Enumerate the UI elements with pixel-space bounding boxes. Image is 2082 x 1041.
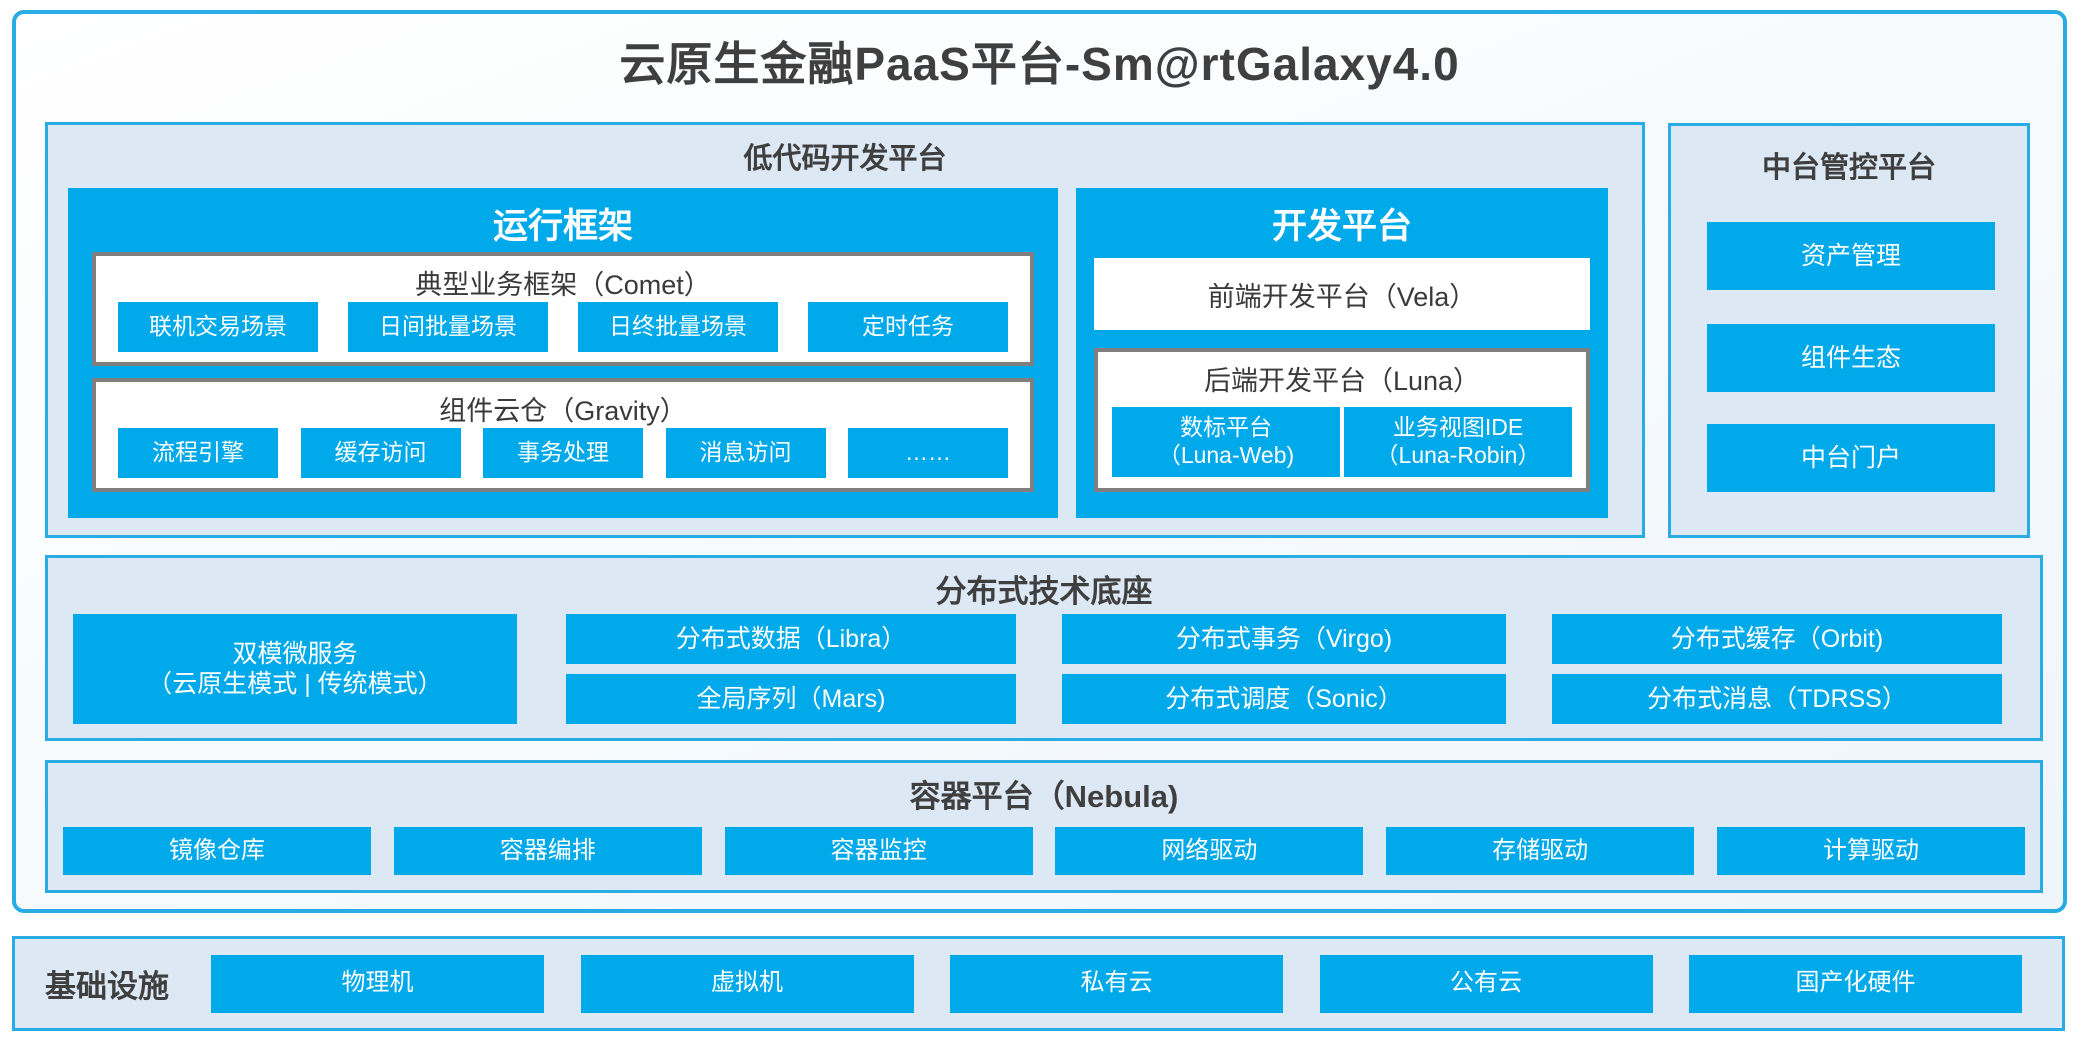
luna-item-robin: 业务视图IDE （Luna-Robin） — [1344, 407, 1572, 477]
mid-platform-title: 中台管控平台 — [1761, 152, 1936, 184]
luna-item-robin-code: （Luna-Robin） — [1375, 442, 1541, 468]
infra-item-private-cloud: 私有云 — [950, 954, 1283, 1013]
container-item-compute-driver: 计算驱动 — [1716, 827, 2025, 875]
gravity-warehouse-title: 组件云仓（Gravity） — [439, 396, 687, 426]
dist-item-cache-orbit: 分布式缓存（Orbit) — [1552, 614, 2002, 664]
gravity-item-row: 流程引擎 缓存访问 事务处理 消息访问 …… — [118, 428, 1008, 478]
dist-item-message-tdrss: 分布式消息（TDRSS） — [1552, 674, 2002, 724]
distributed-base-title: 分布式技术底座 — [935, 574, 1153, 609]
page-title: 云原生金融PaaS平台-Sm@rtGalaxy4.0 — [619, 38, 1460, 90]
infra-item-physical-machine: 物理机 — [211, 954, 544, 1013]
luna-backend-box: 后端开发平台（Luna） 数标平台 （Luna-Web) 业务视图IDE （Lu… — [1094, 348, 1590, 492]
dual-mode-microservice-box: 双模微服务 （云原生模式 | 传统模式） — [73, 614, 517, 724]
container-item-network-driver: 网络驱动 — [1055, 827, 1364, 875]
lowcode-platform-section: 低代码开发平台 运行框架 典型业务框架（Comet） 联机交易场景 日间批量场景… — [45, 122, 1645, 538]
luna-item-web: 数标平台 （Luna-Web) — [1112, 407, 1340, 477]
luna-item-row: 数标平台 （Luna-Web) 业务视图IDE （Luna-Robin） — [1112, 407, 1572, 477]
container-item-image-registry: 镜像仓库 — [63, 827, 371, 875]
gravity-item-process-engine: 流程引擎 — [118, 428, 278, 478]
mid-item-asset-management: 资产管理 — [1707, 222, 1995, 290]
container-platform-section: 容器平台（Nebula) 镜像仓库 容器编排 容器监控 网络驱动 存储驱动 计算… — [45, 760, 2043, 893]
comet-framework-box: 典型业务框架（Comet） 联机交易场景 日间批量场景 日终批量场景 定时任务 — [92, 252, 1034, 366]
luna-item-web-name: 数标平台 — [1180, 414, 1272, 441]
runtime-framework-title: 运行框架 — [492, 207, 633, 246]
comet-item-online-trading: 联机交易场景 — [118, 302, 318, 352]
dev-platform-title: 开发平台 — [1271, 207, 1412, 246]
gravity-item-cache-access: 缓存访问 — [300, 428, 461, 478]
lowcode-platform-title: 低代码开发平台 — [743, 143, 947, 175]
infra-item-domestic-hardware: 国产化硬件 — [1689, 954, 2022, 1013]
container-item-storage-driver: 存储驱动 — [1386, 827, 1695, 875]
dual-mode-line1: 双模微服务 — [232, 640, 358, 668]
platform-frame: 云原生金融PaaS平台-Sm@rtGalaxy4.0 低代码开发平台 运行框架 … — [12, 10, 2067, 913]
infrastructure-section: 基础设施 物理机 虚拟机 私有云 公有云 国产化硬件 — [12, 936, 2065, 1031]
container-item-monitoring: 容器监控 — [724, 827, 1033, 875]
dist-item-sequence-mars: 全局序列（Mars) — [566, 674, 1016, 724]
runtime-framework-panel: 运行框架 典型业务框架（Comet） 联机交易场景 日间批量场景 日终批量场景 … — [68, 188, 1058, 518]
infra-item-virtual-machine: 虚拟机 — [580, 954, 914, 1013]
comet-item-row: 联机交易场景 日间批量场景 日终批量场景 定时任务 — [118, 302, 1008, 352]
container-item-row: 镜像仓库 容器编排 容器监控 网络驱动 存储驱动 计算驱动 — [63, 827, 2025, 875]
infrastructure-item-row: 物理机 虚拟机 私有云 公有云 国产化硬件 — [211, 954, 2022, 1013]
infra-item-public-cloud: 公有云 — [1319, 954, 1653, 1013]
comet-item-scheduled-task: 定时任务 — [808, 302, 1008, 352]
mid-item-component-ecosystem: 组件生态 — [1707, 324, 1995, 392]
dist-item-transaction-virgo: 分布式事务（Virgo) — [1062, 614, 1506, 664]
distributed-base-section: 分布式技术底座 双模微服务 （云原生模式 | 传统模式） 分布式数据（Libra… — [45, 555, 2043, 741]
luna-item-robin-name: 业务视图IDE — [1392, 414, 1524, 441]
luna-item-web-code: （Luna-Web) — [1157, 442, 1295, 468]
comet-framework-title: 典型业务框架（Comet） — [415, 270, 711, 300]
comet-item-daytime-batch: 日间批量场景 — [348, 302, 548, 352]
container-platform-title: 容器平台（Nebula) — [909, 779, 1179, 814]
comet-item-endofday-batch: 日终批量场景 — [578, 302, 778, 352]
vela-frontend-box: 前端开发平台（Vela） — [1094, 258, 1590, 330]
mid-platform-section: 中台管控平台 资产管理 组件生态 中台门户 — [1668, 123, 2030, 538]
mid-item-portal: 中台门户 — [1707, 424, 1995, 492]
gravity-warehouse-box: 组件云仓（Gravity） 流程引擎 缓存访问 事务处理 消息访问 …… — [92, 378, 1034, 492]
container-item-orchestration: 容器编排 — [393, 827, 702, 875]
dual-mode-line2: （云原生模式 | 传统模式） — [147, 670, 443, 698]
gravity-item-transaction: 事务处理 — [483, 428, 643, 478]
luna-backend-title: 后端开发平台（Luna） — [1203, 366, 1481, 396]
dev-platform-panel: 开发平台 前端开发平台（Vela） 后端开发平台（Luna） 数标平台 （Lun… — [1076, 188, 1608, 518]
gravity-item-message-access: 消息访问 — [665, 428, 826, 478]
dist-item-scheduling-sonic: 分布式调度（Sonic） — [1062, 674, 1506, 724]
dist-item-data-libra: 分布式数据（Libra） — [566, 614, 1016, 664]
infrastructure-title: 基础设施 — [45, 969, 169, 1004]
gravity-item-more: …… — [848, 428, 1008, 478]
